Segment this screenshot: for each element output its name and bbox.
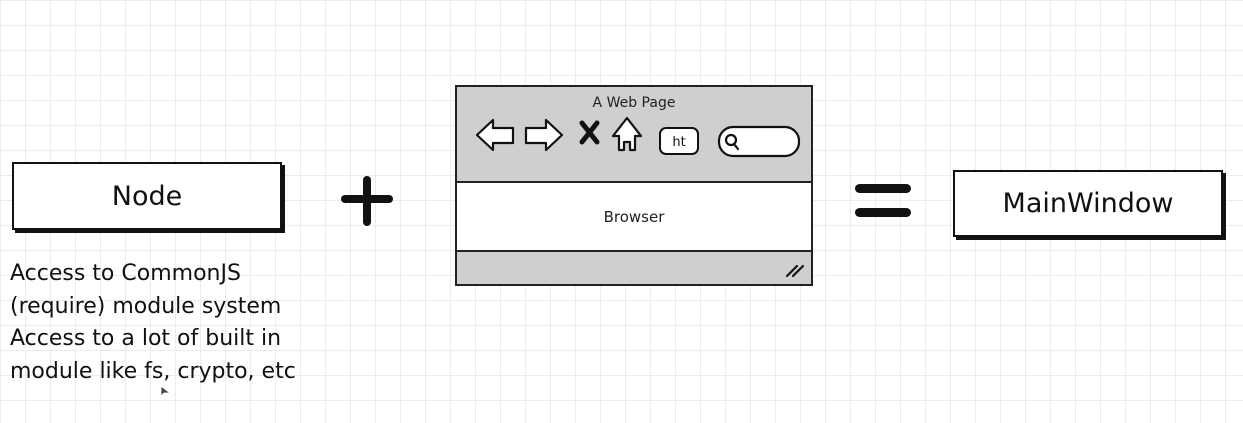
main-window-label: MainWindow [1002, 188, 1174, 219]
stop-icon [579, 120, 600, 145]
description-line: Access to a lot of built in [10, 326, 282, 351]
forward-arrow-icon [524, 118, 564, 152]
plus-icon [341, 176, 393, 226]
node-box: Node [12, 162, 282, 230]
browser-toolbar: ht [475, 116, 801, 158]
description-line: Access to CommonJS [10, 261, 241, 286]
browser-title: A Web Page [592, 95, 676, 111]
address-field: ht [659, 127, 699, 155]
resize-grip-icon [785, 264, 805, 278]
search-icon [724, 133, 740, 151]
browser-content-area: Browser [457, 181, 811, 252]
description-line: (require) module system [10, 293, 282, 319]
main-window-box: MainWindow [953, 170, 1223, 237]
back-arrow-icon [475, 118, 515, 152]
home-icon [611, 116, 643, 152]
equals-icon [855, 184, 911, 220]
description-line: module like fs, crypto, etc [10, 358, 296, 384]
address-text: ht [672, 135, 685, 150]
node-description: Access to CommonJS (require) module syst… [10, 258, 340, 388]
browser-content-label: Browser [603, 207, 665, 226]
pointer-cursor-icon [160, 385, 172, 397]
browser-window-mockup: ht A Web Page Browser [455, 85, 813, 286]
search-field [717, 125, 801, 158]
node-label: Node [111, 180, 183, 212]
